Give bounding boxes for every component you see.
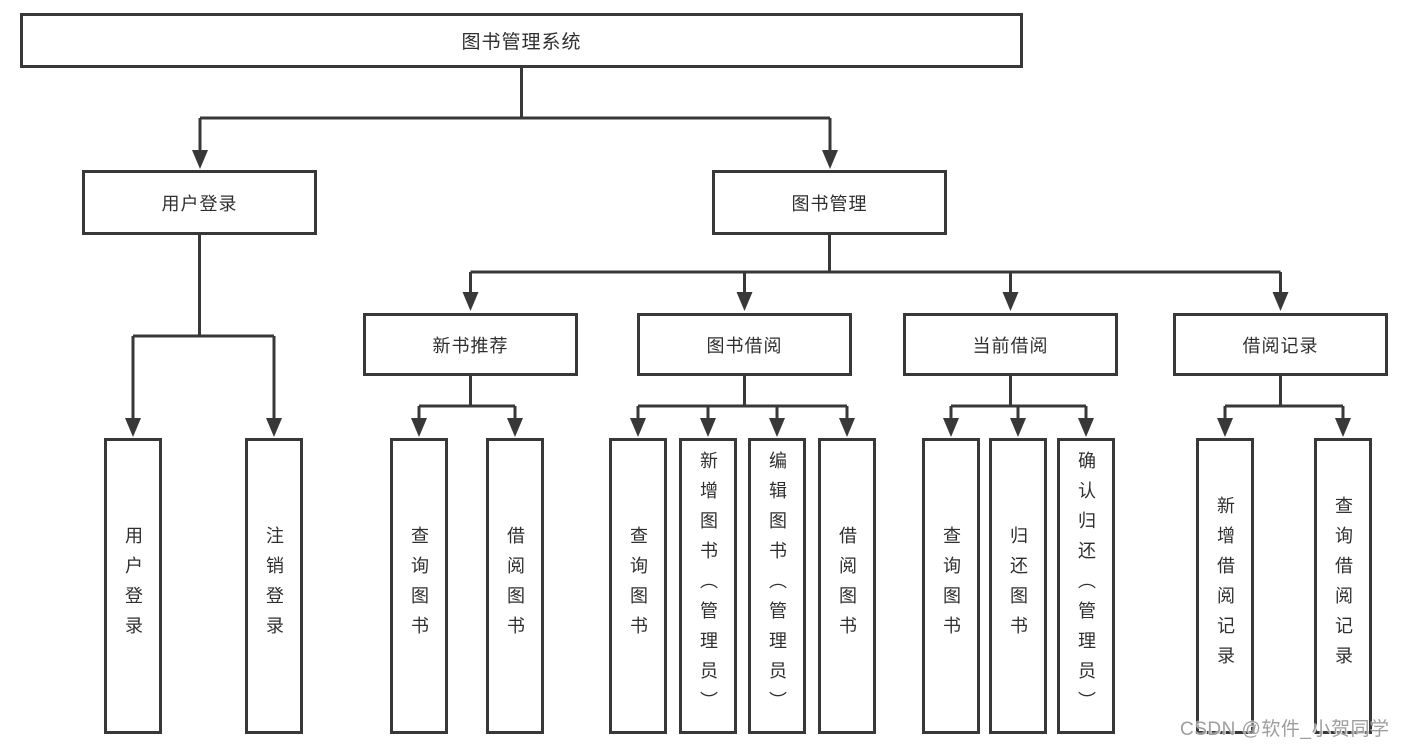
- leaf-records-add-record: 新增借阅记录: [1196, 438, 1254, 734]
- connector-paths: [131, 68, 1345, 421]
- leaf-user-login-label: 用户登录: [123, 526, 143, 646]
- leaf-records-add-record-label: 新增借阅记录: [1215, 496, 1235, 676]
- node-book-borrow: 图书借阅: [637, 313, 852, 376]
- leaf-newbook-query-books: 查询图书: [390, 438, 448, 734]
- leaf-current-query-books-label: 查询图书: [941, 526, 961, 646]
- node-root-label: 图书管理系统: [461, 32, 582, 53]
- leaf-borrow-borrow-books-label: 借阅图书: [837, 526, 857, 646]
- node-user-login-label: 用户登录: [161, 193, 238, 214]
- leaf-records-query-record: 查询借阅记录: [1314, 438, 1372, 734]
- leaf-current-confirm-return-admin: 确认归还（管理员）: [1057, 438, 1115, 734]
- leaf-newbook-borrow-books: 借阅图书: [486, 438, 544, 734]
- node-borrow-records-label: 借阅记录: [1242, 335, 1319, 356]
- node-new-book-recommend-label: 新书推荐: [432, 335, 509, 356]
- node-book-borrow-label: 图书借阅: [706, 335, 783, 356]
- leaf-current-query-books: 查询图书: [922, 438, 980, 734]
- leaf-newbook-borrow-books-label: 借阅图书: [505, 526, 525, 646]
- leaf-borrow-edit-books-admin-label: 编辑图书（管理员）: [767, 451, 787, 721]
- node-current-borrow: 当前借阅: [903, 313, 1118, 376]
- leaf-logout: 注销登录: [245, 438, 303, 734]
- node-book-management-label: 图书管理: [791, 193, 868, 214]
- node-book-management: 图书管理: [712, 170, 947, 235]
- node-user-login: 用户登录: [82, 170, 317, 235]
- leaf-user-login: 用户登录: [104, 438, 162, 734]
- leaf-records-query-record-label: 查询借阅记录: [1333, 496, 1353, 676]
- leaf-borrow-borrow-books: 借阅图书: [818, 438, 876, 734]
- leaf-borrow-query-books: 查询图书: [609, 438, 667, 734]
- csdn-watermark: CSDN @软件_小贺同学: [1180, 719, 1390, 740]
- node-new-book-recommend: 新书推荐: [363, 313, 578, 376]
- leaf-logout-label: 注销登录: [264, 526, 284, 646]
- leaf-borrow-add-books-admin: 新增图书（管理员）: [679, 438, 737, 734]
- leaf-current-return-books-label: 归还图书: [1008, 526, 1028, 646]
- leaf-newbook-query-books-label: 查询图书: [409, 526, 429, 646]
- leaf-borrow-add-books-admin-label: 新增图书（管理员）: [698, 451, 718, 721]
- node-root: 图书管理系统: [20, 13, 1023, 68]
- leaf-current-confirm-return-admin-label: 确认归还（管理员）: [1076, 451, 1096, 721]
- leaf-borrow-edit-books-admin: 编辑图书（管理员）: [748, 438, 806, 734]
- arrowheads: [125, 150, 1351, 437]
- leaf-borrow-query-books-label: 查询图书: [628, 526, 648, 646]
- node-current-borrow-label: 当前借阅: [972, 335, 1049, 356]
- node-borrow-records: 借阅记录: [1173, 313, 1388, 376]
- leaf-current-return-books: 归还图书: [989, 438, 1047, 734]
